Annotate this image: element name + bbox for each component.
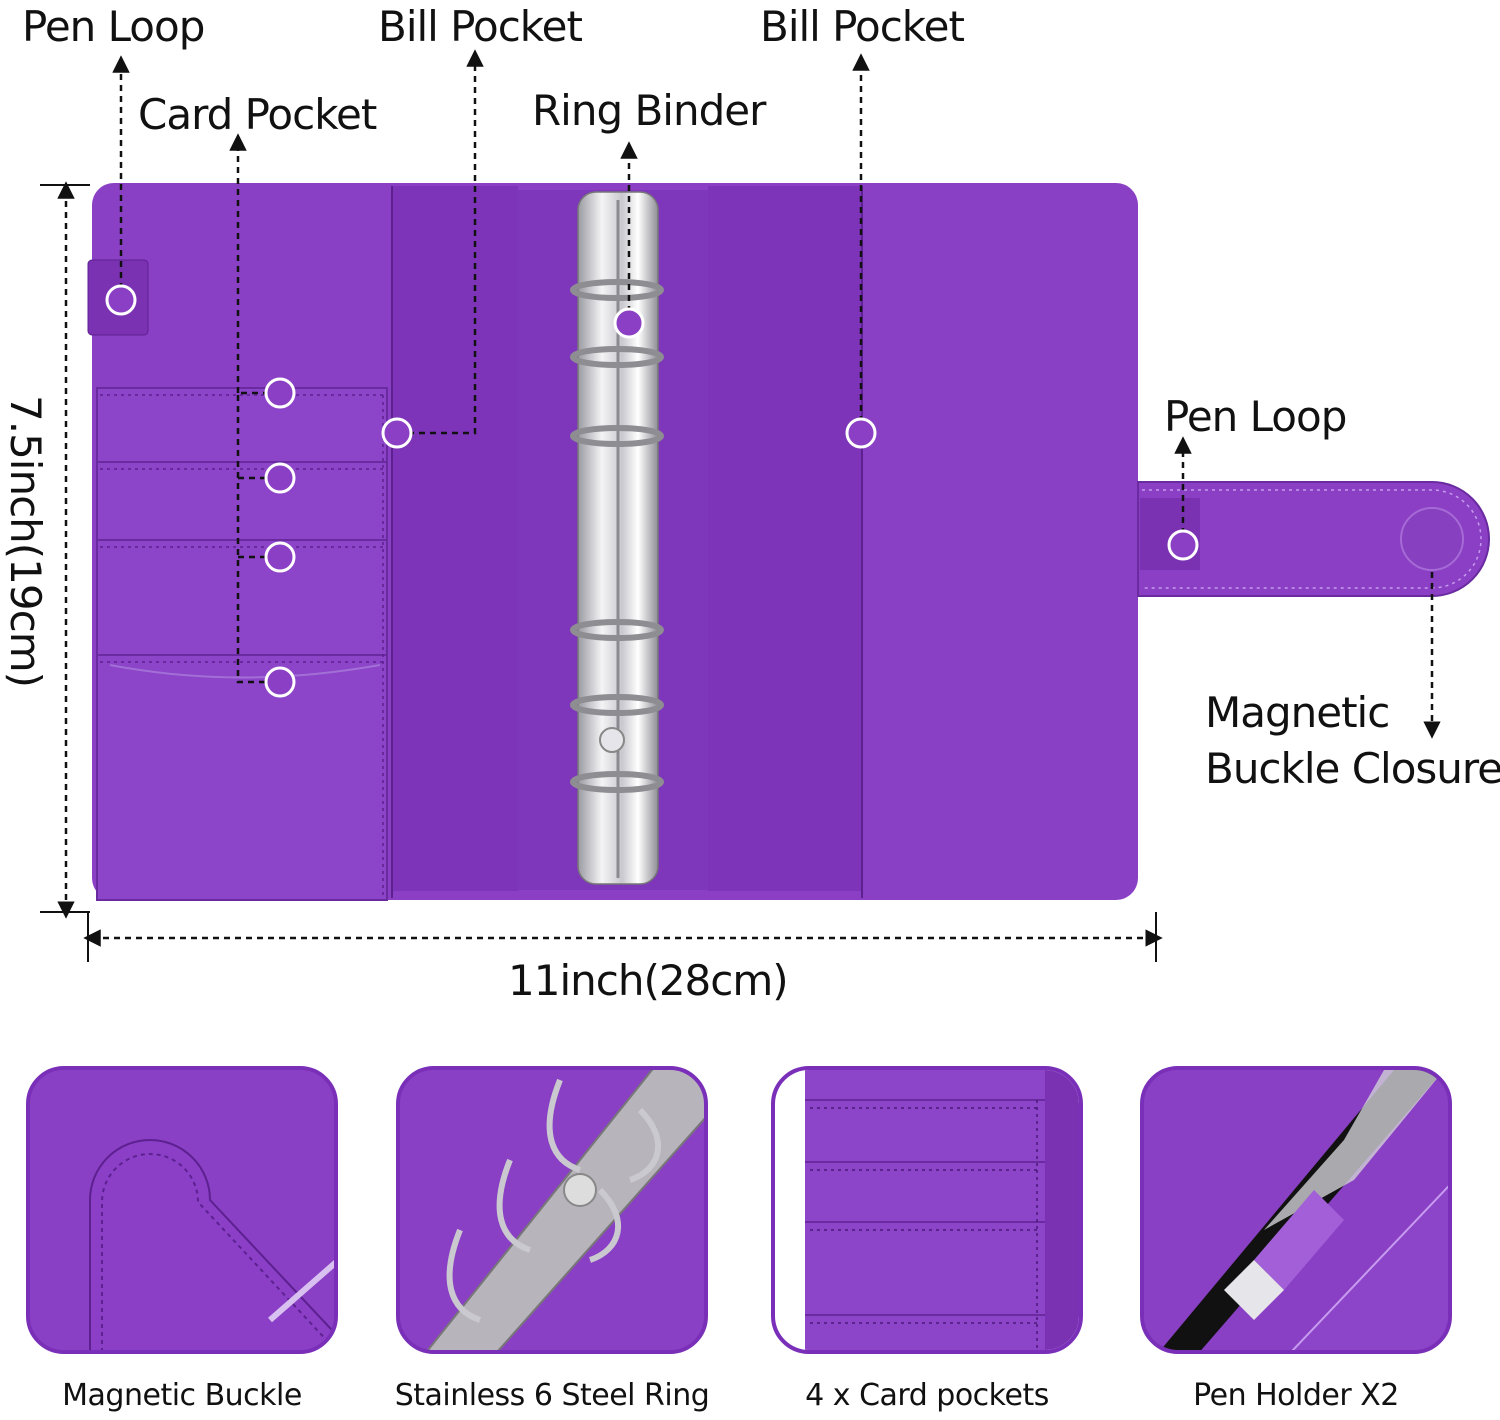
caption-magnetic-buckle: Magnetic Buckle: [62, 1378, 302, 1413]
marker-card-2: [264, 462, 296, 494]
caption-steel-ring: Stainless 6 Steel Ring: [394, 1378, 710, 1413]
steel-ring-closeup-icon: [400, 1070, 704, 1350]
dimension-height: 7.5inch(19cm): [1, 395, 50, 688]
magnetic-strap: [1137, 481, 1490, 597]
feature-thumb-magnetic-buckle: [26, 1066, 338, 1354]
feature-thumb-steel-ring: [396, 1066, 708, 1354]
magnetic-buckle: [1400, 507, 1464, 571]
marker-pen-loop-right: [1167, 529, 1199, 561]
caption-pen-holder: Pen Holder X2: [1193, 1378, 1399, 1413]
card-pocket-slots: [96, 387, 388, 901]
label-card-pocket: Card Pocket: [138, 90, 377, 139]
marker-pen-loop-left: [105, 284, 137, 316]
caption-card-pockets: 4 x Card pockets: [805, 1378, 1049, 1413]
ring-binder-mechanism: [570, 191, 664, 885]
marker-card-4: [264, 666, 296, 698]
label-pen-loop-top: Pen Loop: [22, 2, 205, 51]
marker-ring: [613, 307, 645, 339]
callout-markers: [105, 284, 1199, 698]
label-magnetic-line1: Magnetic: [1205, 688, 1390, 737]
dimension-width: 11inch(28cm): [508, 956, 789, 1005]
feature-thumb-pen-holder: [1140, 1066, 1452, 1354]
label-bill-pocket-left: Bill Pocket: [378, 2, 583, 51]
marker-bill-left: [381, 417, 413, 449]
marker-card-3: [264, 541, 296, 573]
marker-card-1: [264, 377, 296, 409]
label-ring-binder: Ring Binder: [532, 86, 766, 135]
binder-illustration: [40, 49, 1490, 962]
magnetic-buckle-closeup-icon: [30, 1070, 334, 1350]
label-pen-loop-right: Pen Loop: [1164, 392, 1347, 441]
card-pockets-closeup-icon: [775, 1070, 1079, 1350]
bill-pocket-right-panel: [708, 186, 862, 891]
feature-thumb-card-pockets: [771, 1066, 1083, 1354]
marker-bill-right: [845, 417, 877, 449]
label-magnetic-line2: Buckle Closure: [1205, 744, 1500, 793]
bill-pocket-left-panel: [392, 186, 518, 891]
label-bill-pocket-right: Bill Pocket: [760, 2, 965, 51]
pen-holder-closeup-icon: [1144, 1070, 1448, 1350]
right-panel: [862, 183, 1138, 900]
